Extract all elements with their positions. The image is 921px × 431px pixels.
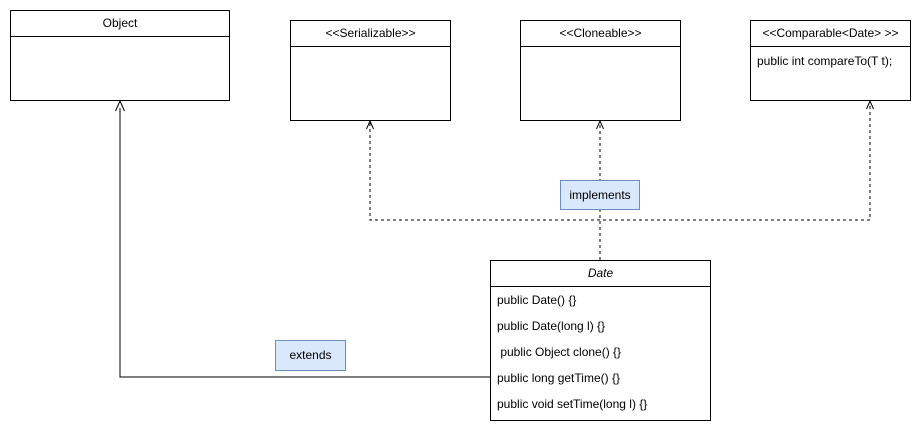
object-class-name: Object	[11, 11, 229, 37]
date-method-gettime: public long getTime() {}	[497, 371, 620, 385]
date-class-name: Date	[491, 261, 710, 287]
implements-arrowhead-cloneable	[596, 119, 604, 130]
date-class-members: public Date() {} public Date(long l) {} …	[491, 287, 710, 417]
implements-edge-branch	[369, 103, 871, 221]
object-class[interactable]: Object	[10, 10, 230, 101]
comparable-interface-body: public int compareTo(T t);	[751, 49, 910, 73]
extends-edge	[119, 108, 490, 378]
date-constructor-default: public Date() {}	[497, 293, 577, 307]
comparable-method: public int compareTo(T t);	[757, 54, 893, 68]
implements-label[interactable]: implements	[560, 180, 640, 210]
comparable-interface[interactable]: <<Comparable<Date> >> public int compare…	[750, 20, 911, 101]
cloneable-interface[interactable]: <<Cloneable>>	[520, 20, 681, 121]
date-method-clone: public Object clone() {}	[497, 345, 622, 359]
date-method-settime: public void setTime(long l) {}	[497, 397, 648, 411]
date-constructor-long: public Date(long l) {}	[497, 319, 606, 333]
cloneable-interface-name: <<Cloneable>>	[521, 21, 680, 47]
implements-arrowhead-serializable	[366, 119, 374, 130]
implements-arrowhead-comparable	[866, 99, 874, 110]
serializable-interface[interactable]: <<Serializable>>	[290, 20, 451, 121]
extends-label[interactable]: extends	[275, 340, 346, 371]
date-class[interactable]: Date public Date() {} public Date(long l…	[490, 260, 711, 421]
serializable-interface-name: <<Serializable>>	[291, 21, 450, 47]
comparable-interface-name: <<Comparable<Date> >>	[751, 21, 910, 47]
extends-arrowhead	[115, 99, 125, 112]
